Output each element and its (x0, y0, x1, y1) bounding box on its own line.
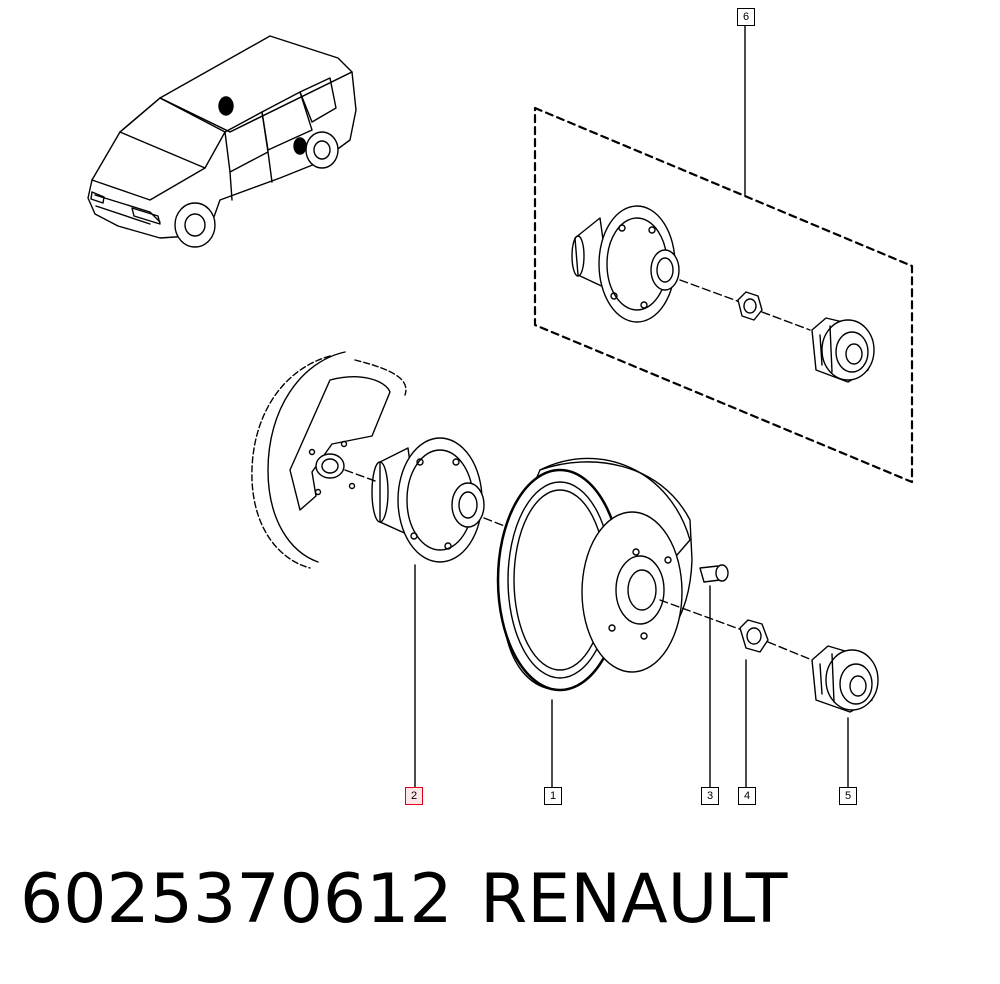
callout-2[interactable]: 2 (405, 787, 423, 805)
kit-axis-line-1 (679, 279, 741, 303)
callout-4[interactable]: 4 (738, 787, 756, 805)
callout-5[interactable]: 5 (839, 787, 857, 805)
brake-drum (496, 457, 693, 789)
callout-3[interactable]: 3 (701, 787, 719, 805)
kit-hub-nut (737, 291, 763, 321)
vehicle-illustration (87, 35, 357, 248)
brake-backing-plate (251, 351, 407, 569)
callout-1[interactable]: 1 (544, 787, 562, 805)
kit-grease-cap (811, 317, 875, 383)
axis-line-nut-cap (767, 641, 813, 661)
axis-line-drum-nut (659, 599, 743, 631)
callout-6[interactable]: 6 (737, 8, 755, 26)
brand-name: RENAULT (480, 860, 788, 939)
part-number: 6025370612 (20, 860, 453, 939)
kit-axis-line-2 (761, 311, 811, 331)
kit-wheel-hub (571, 205, 680, 323)
hub-kit-group-box (533, 24, 914, 484)
wheel-hub (371, 437, 485, 789)
grease-cap (811, 645, 879, 789)
drum-bolt (699, 564, 729, 789)
hub-nut (739, 619, 769, 789)
